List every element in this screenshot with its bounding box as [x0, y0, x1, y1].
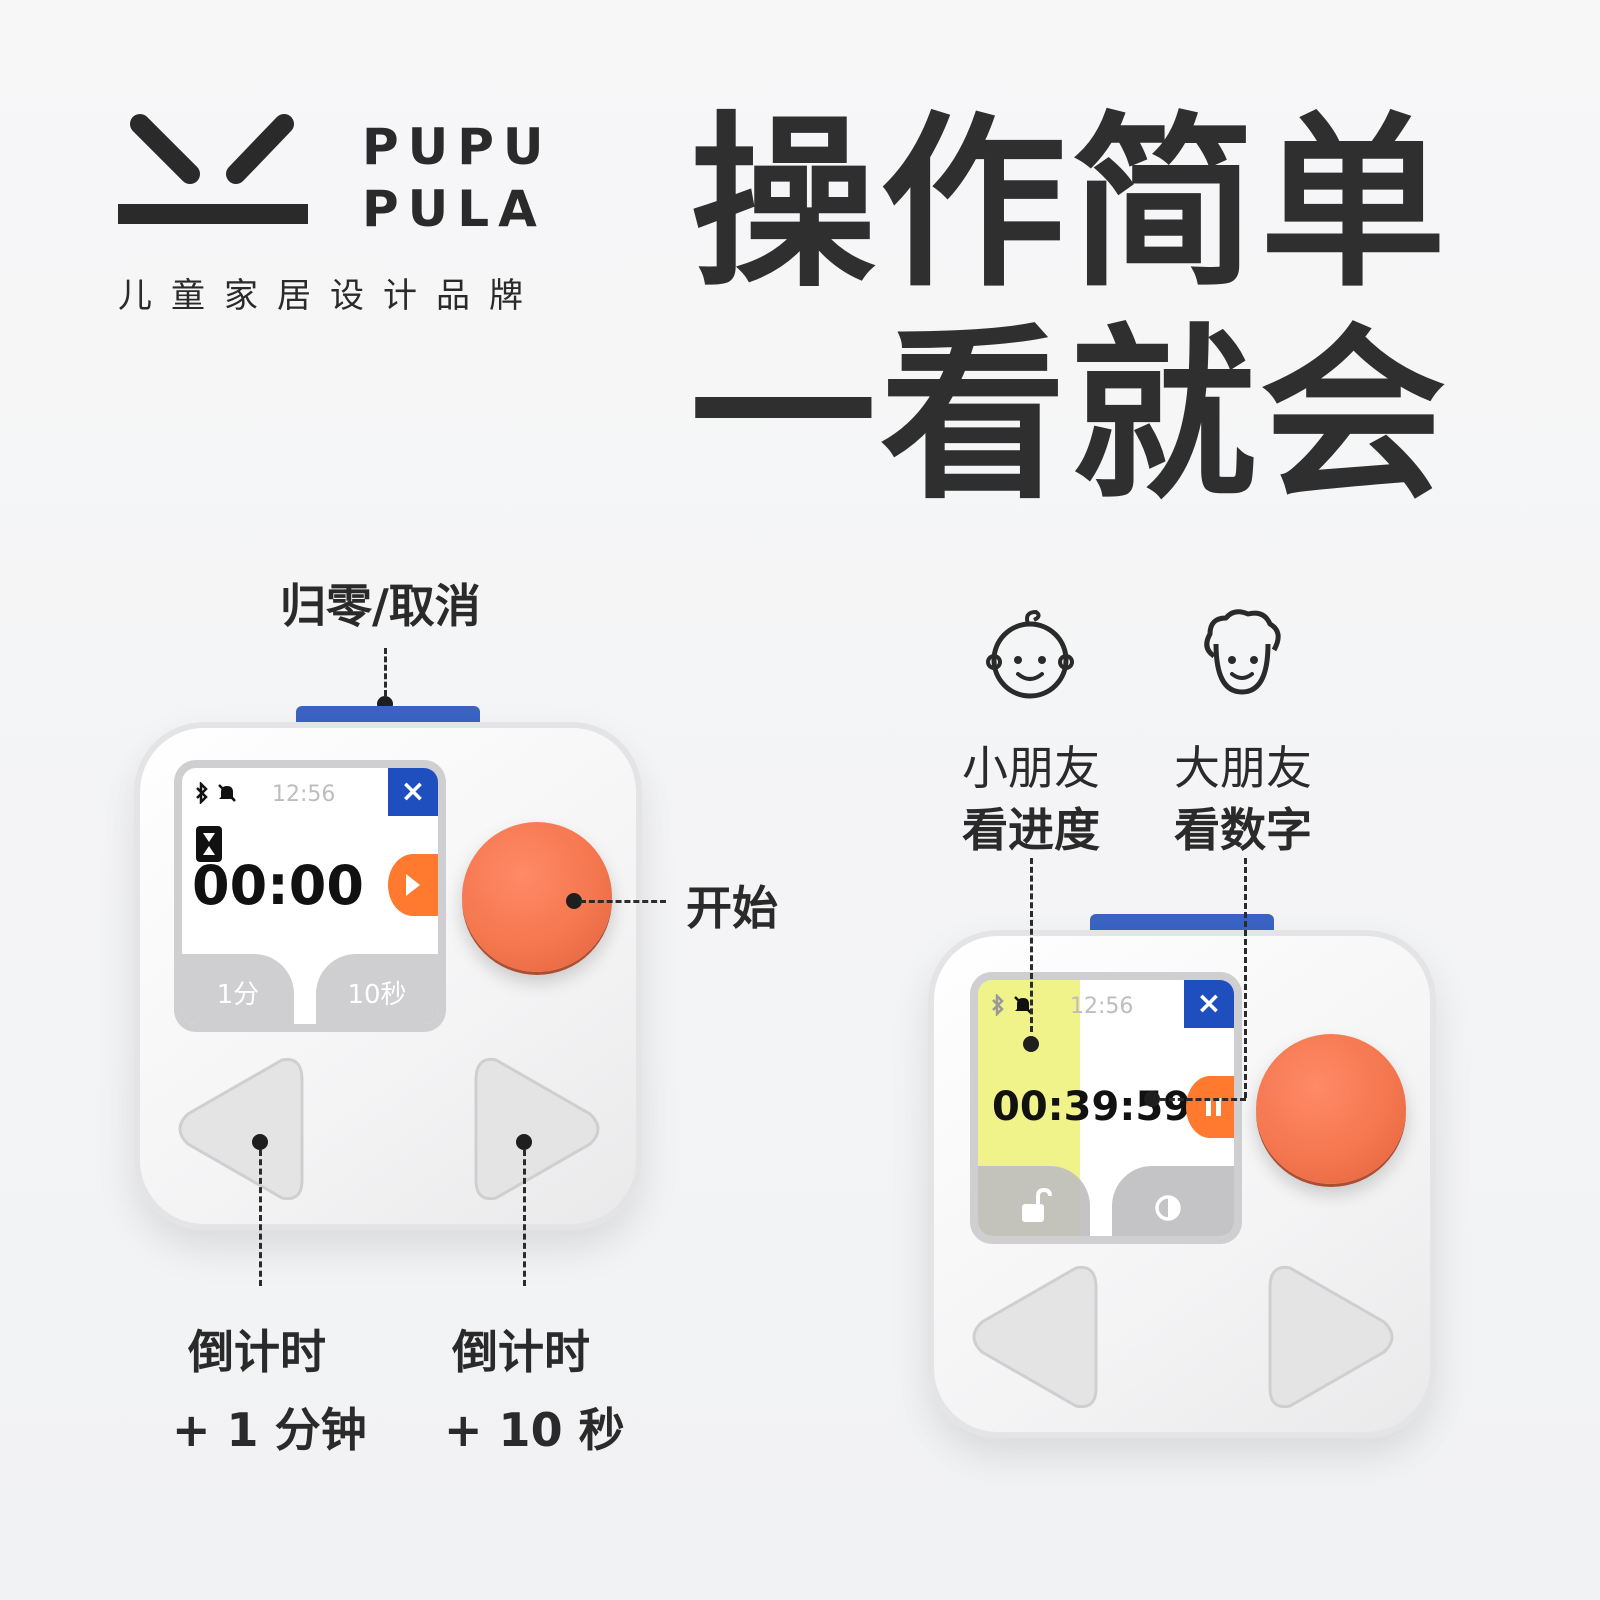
tab-ten-seconds[interactable]: 10秒 — [316, 954, 438, 1024]
adult-leader-dot — [1144, 1091, 1160, 1107]
left-arrow-button-right[interactable] — [964, 1260, 1104, 1414]
right-arrow-button-right[interactable] — [1262, 1260, 1402, 1414]
brand-logo-icon — [118, 112, 318, 232]
headline-line1: 操作简单 — [690, 95, 1451, 312]
kid-label-line2: 看进度 — [962, 803, 1100, 857]
left-arrow-label-line2: + 1 分钟 — [172, 1403, 367, 1457]
headline-line2: 一看就会 — [690, 307, 1451, 524]
start-button[interactable] — [462, 822, 612, 972]
headline: 操作简单 一看就会 — [690, 98, 1450, 522]
right-arrow-label-line1: 倒计时 — [452, 1325, 590, 1379]
brand-name: PUPU PULA — [362, 116, 553, 240]
right-arrow-leader-line — [523, 1150, 526, 1286]
reset-leader-line — [384, 648, 387, 696]
left-arrow-leader-line — [259, 1150, 262, 1286]
right-arrow-leader-dot — [516, 1134, 532, 1150]
brand-name-line1: PUPU — [362, 118, 553, 176]
bell-off-icon — [1012, 994, 1034, 1020]
kid-leader-line — [1030, 858, 1033, 1032]
brand-tagline: 儿童家居设计品牌 — [118, 276, 542, 316]
adult-face-icon — [1196, 606, 1288, 698]
screen-clock-right: 12:56 — [1070, 994, 1134, 1019]
device-screen-left: 12:56 × 00:00 1分 10秒 — [182, 768, 438, 1024]
pause-icon[interactable] — [1186, 1076, 1234, 1138]
kid-label-line1: 小朋友 — [962, 741, 1100, 795]
bluetooth-icon — [194, 780, 210, 809]
right-arrow-label-line2: + 10 秒 — [444, 1403, 625, 1457]
bell-off-icon — [216, 782, 238, 808]
left-arrow-label-line1: 倒计时 — [188, 1325, 326, 1379]
bluetooth-icon — [990, 992, 1006, 1020]
start-leader-dot — [566, 893, 582, 909]
adult-label-line2: 看数字 — [1174, 803, 1312, 857]
plus-ten-seconds-arrow-button[interactable] — [468, 1052, 608, 1206]
close-icon[interactable]: × — [1184, 980, 1234, 1028]
screen-timer-left: 00:00 — [192, 854, 364, 917]
brand-name-line2: PULA — [362, 180, 546, 238]
contrast-button[interactable] — [1112, 1166, 1234, 1236]
left-arrow-leader-dot — [252, 1134, 268, 1150]
hourglass-icon — [194, 824, 224, 868]
reset-cancel-label: 归零/取消 — [280, 579, 481, 633]
device-screen-right: 12:56 × 00:39:59 — [978, 980, 1234, 1236]
start-button-right[interactable] — [1256, 1034, 1406, 1184]
minus-minute-arrow-button[interactable] — [170, 1052, 310, 1206]
baby-face-icon — [984, 608, 1076, 700]
tab-one-minute[interactable]: 1分 — [182, 954, 294, 1024]
screen-clock-left: 12:56 — [272, 782, 336, 807]
adult-label-line1: 大朋友 — [1174, 741, 1312, 795]
adult-leader-horizontal-line — [1160, 1098, 1246, 1101]
start-leader-line — [580, 900, 666, 903]
lock-button[interactable] — [978, 1166, 1090, 1236]
close-icon[interactable]: × — [388, 768, 438, 816]
screen-timer-right: 00:39:59 — [992, 1084, 1191, 1130]
start-label: 开始 — [686, 881, 778, 935]
adult-leader-vertical-line — [1244, 858, 1247, 1098]
play-icon[interactable] — [388, 854, 438, 916]
kid-leader-dot — [1023, 1036, 1039, 1052]
